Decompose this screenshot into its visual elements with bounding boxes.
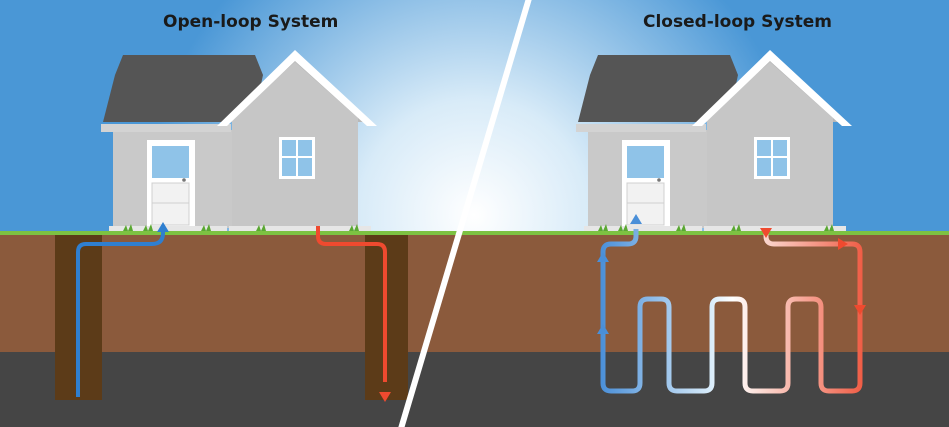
grass-line (0, 231, 949, 235)
open-loop-title: Open-loop System (163, 12, 339, 32)
open-loop-system (55, 222, 408, 402)
closed-loop-title: Closed-loop System (643, 12, 832, 32)
cold-water-pipe (76, 228, 165, 397)
bedrock-layer (0, 352, 949, 427)
soil-layer (0, 233, 949, 353)
ground-loop-pipe (600, 229, 863, 394)
closed-loop-system (597, 214, 866, 394)
hot-water-pipe (316, 226, 387, 382)
divider-line (398, 0, 532, 427)
